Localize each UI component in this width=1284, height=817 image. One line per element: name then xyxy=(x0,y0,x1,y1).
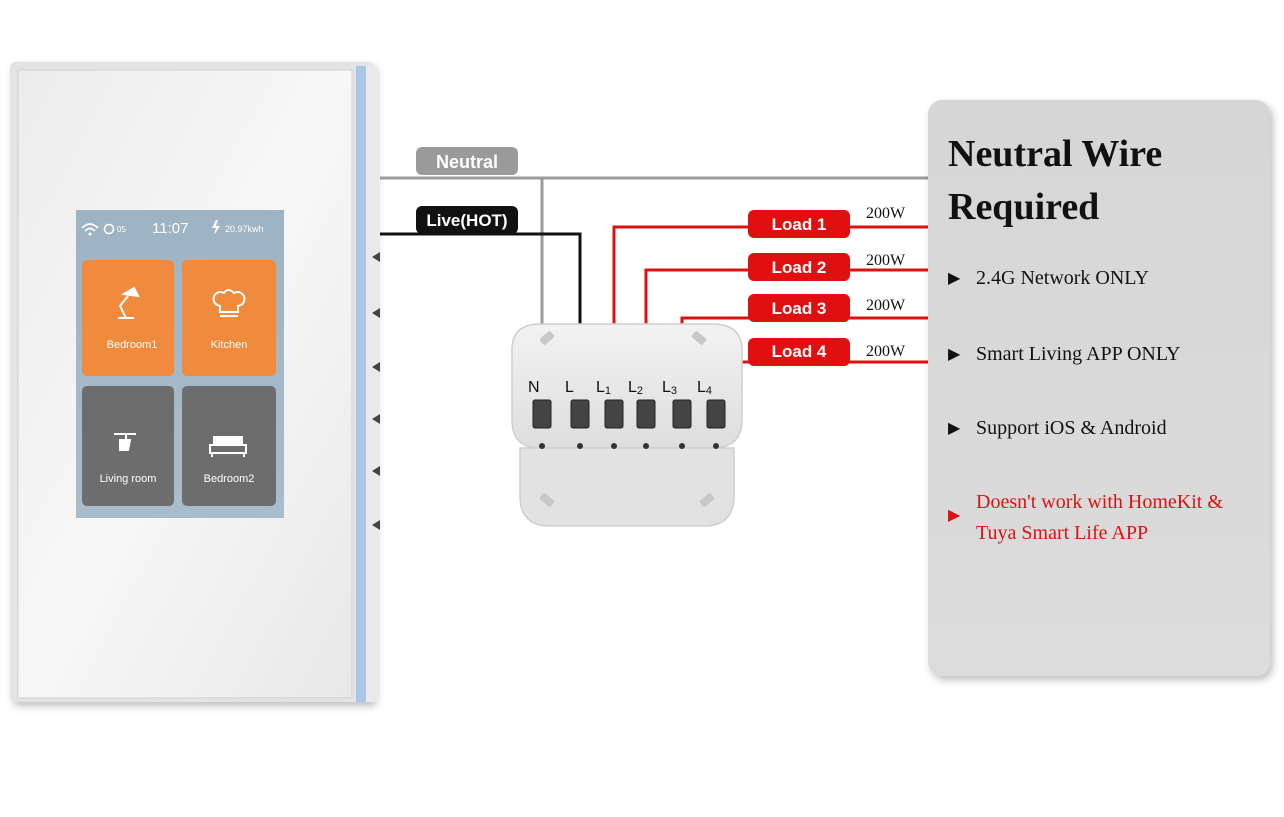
switch-edge xyxy=(356,66,366,702)
bullet-app-text: Smart Living APP ONLY xyxy=(976,343,1181,365)
side-touch-markers xyxy=(372,252,380,530)
load4-label: Load 4 xyxy=(772,342,827,361)
info-panel: Neutral Wire Required ▶ 2.4G Network ONL… xyxy=(928,100,1270,676)
tile-bedroom2-label: Bedroom2 xyxy=(204,473,255,485)
load3-label: Load 3 xyxy=(772,299,827,318)
gesture-icon xyxy=(103,223,115,235)
bed-icon xyxy=(209,436,247,457)
wifi-icon xyxy=(81,223,99,229)
status-bar: 05 11:07 20.97kwh xyxy=(81,220,264,237)
spotlight-icon xyxy=(114,433,136,451)
load-tags: Load 1 200W Load 2 200W Load 3 200W Load… xyxy=(748,205,906,366)
load3-watts: 200W xyxy=(866,297,906,314)
load4-tag: Load 4 200W xyxy=(748,338,906,366)
bullet-app: ▶ Smart Living APP ONLY xyxy=(948,343,1181,365)
bullet-compatibility-text-line2: Tuya Smart Life APP xyxy=(976,522,1148,544)
bullet-arrow-icon: ▶ xyxy=(948,270,961,287)
bullet-arrow-icon: ▶ xyxy=(948,507,961,524)
terminal-l4: L4 xyxy=(697,379,712,397)
terminal-l3: L3 xyxy=(662,379,677,397)
desk-lamp-icon xyxy=(118,286,140,319)
status-time: 11:07 xyxy=(152,220,188,237)
status-mode: 05 xyxy=(117,225,126,234)
bullet-compatibility: ▶ Doesn't work with HomeKit & Tuya Smart… xyxy=(948,491,1223,544)
info-panel-bg xyxy=(928,100,1270,676)
tile-kitchen-bg xyxy=(182,260,276,376)
load2-tag: Load 2 200W xyxy=(748,252,906,281)
tile-living-room[interactable]: Living room xyxy=(82,386,174,506)
load1-label: Load 1 xyxy=(772,215,827,234)
live-label: Live(HOT) xyxy=(426,211,507,230)
tile-bedroom1-label: Bedroom1 xyxy=(107,339,158,351)
tile-bedroom2[interactable]: Bedroom2 xyxy=(182,386,276,506)
bullet-platform: ▶ Support iOS & Android xyxy=(948,417,1167,439)
terminal-l2: L2 xyxy=(628,379,643,397)
bullet-platform-text: Support iOS & Android xyxy=(976,417,1167,439)
info-title-line2: Required xyxy=(948,186,1099,228)
switch-side xyxy=(366,66,378,702)
neutral-tag: Neutral xyxy=(416,147,518,175)
tile-bedroom1[interactable]: Bedroom1 xyxy=(82,260,174,376)
tile-living-room-label: Living room xyxy=(100,473,157,485)
relay-module: N L L1 L2 L3 L4 xyxy=(511,323,743,527)
tile-kitchen-label: Kitchen xyxy=(211,339,248,351)
bullet-network-text: 2.4G Network ONLY xyxy=(976,267,1149,289)
chef-hat-icon xyxy=(212,289,246,317)
terminal-screws xyxy=(532,399,726,449)
load4-wire xyxy=(714,360,928,404)
terminal-l: L xyxy=(565,379,574,396)
load2-label: Load 2 xyxy=(772,258,827,277)
neutral-label: Neutral xyxy=(436,152,498,172)
bullet-arrow-icon: ▶ xyxy=(948,420,961,437)
load3-tag: Load 3 200W xyxy=(748,294,906,322)
info-title-line1: Neutral Wire xyxy=(948,133,1162,175)
terminal-n: N xyxy=(528,379,540,396)
tile-kitchen[interactable]: Kitchen xyxy=(182,260,276,376)
terminal-l1: L1 xyxy=(596,379,611,397)
bullet-compatibility-text: Doesn't work with HomeKit & xyxy=(976,491,1223,513)
bullet-network: ▶ 2.4G Network ONLY xyxy=(948,267,1149,289)
lightning-icon xyxy=(212,220,220,235)
live-tag: Live(HOT) xyxy=(416,206,518,234)
status-energy: 20.97kwh xyxy=(225,224,264,234)
bullet-arrow-icon: ▶ xyxy=(948,346,961,363)
touch-screen: 05 11:07 20.97kwh Bedroom1 xyxy=(76,210,284,518)
load2-watts: 200W xyxy=(866,252,906,269)
terminal-labels: N L L1 L2 L3 L4 xyxy=(528,379,712,397)
module-body xyxy=(519,447,735,527)
load4-watts: 200W xyxy=(866,343,906,360)
load1-tag: Load 1 200W xyxy=(748,205,906,238)
load1-watts: 200W xyxy=(866,205,906,222)
smart-switch-panel: 05 11:07 20.97kwh Bedroom1 xyxy=(10,62,380,702)
